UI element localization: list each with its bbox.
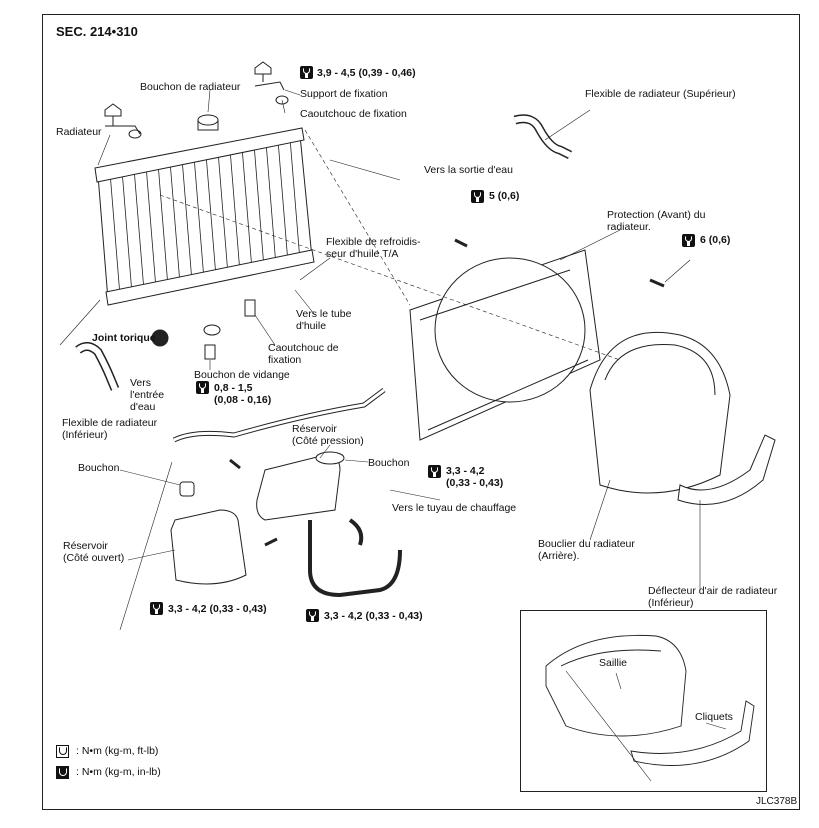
o-ring xyxy=(203,324,221,336)
inset-shroud xyxy=(545,634,687,737)
label-torque-33b: 3,3 - 4,2 (0,33 - 0,43) xyxy=(168,603,267,615)
label-bouchon-2: Bouchon xyxy=(368,457,410,469)
mount-bracket-left xyxy=(104,103,141,135)
legend-icon-in-lb xyxy=(56,766,69,779)
legend-unit-1: : N•m (kg-m, ft-lb) xyxy=(76,745,159,757)
label-torque-vidange: 0,8 - 1,5 (0,08 - 0,16) xyxy=(214,382,272,406)
label-flexible-inf: Flexible de radiateur (Inférieur) xyxy=(62,417,158,441)
label-flexible-refroidisseur: Flexible de refroidis- seur d'huile T/A xyxy=(326,236,421,260)
label-bouchon-vidange: Bouchon de vidange xyxy=(194,369,290,381)
mount-bracket-right xyxy=(254,61,285,91)
reservoir-open xyxy=(170,509,247,585)
label-torque-top: 3,9 - 4,5 (0,39 - 0,46) xyxy=(317,67,416,79)
label-entree-eau: Vers l'entrée d'eau xyxy=(130,377,165,413)
torque-wrench-icon xyxy=(306,609,319,622)
label-tube-huile: Vers le tube d'huile xyxy=(296,308,352,332)
inset-drawing xyxy=(545,634,755,782)
label-deflecteur: Déflecteur d'air de radiateur (Inférieur… xyxy=(648,585,778,609)
legend-unit-2: : N•m (kg-m, in-lb) xyxy=(76,766,161,778)
label-reservoir-pression: Réservoir (Côté pression) xyxy=(292,423,364,447)
radiator-cap xyxy=(197,114,219,126)
label-tuyau-chauffage: Vers le tuyau de chauffage xyxy=(392,502,517,514)
torque-wrench-icon xyxy=(682,234,695,247)
inset-detail: Saillie Cliquets xyxy=(520,610,767,792)
label-caoutchouc-2: Caoutchouc de fixation xyxy=(268,342,339,366)
label-torque-33c: 3,3 - 4,2 (0,33 - 0,43) xyxy=(324,610,423,622)
shroud-rear xyxy=(589,331,731,494)
label-bouclier: Bouclier du radiateur (Arrière). xyxy=(538,538,635,562)
label-torque-6: 6 (0,6) xyxy=(700,234,731,246)
label-bouchon-3: Bouchon xyxy=(78,462,120,474)
label-cliquets: Cliquets xyxy=(695,711,733,723)
label-reservoir-ouvert: Réservoir (Côté ouvert) xyxy=(63,540,125,564)
label-sortie-eau: Vers la sortie d'eau xyxy=(424,164,513,176)
torque-wrench-icon xyxy=(300,66,313,79)
torque-wrench-icon xyxy=(428,465,441,478)
label-support: Support de fixation xyxy=(300,88,388,100)
label-torque-5: 5 (0,6) xyxy=(489,190,520,202)
torque-wrench-icon xyxy=(471,190,484,203)
legend-icon-ft-lb xyxy=(56,745,69,758)
label-protection: Protection (Avant) du radiateur. xyxy=(607,209,706,233)
drain-plug xyxy=(204,344,216,360)
inset-deflector xyxy=(630,700,755,766)
label-saillie: Saillie xyxy=(599,657,628,669)
label-flexible-sup: Flexible de radiateur (Supérieur) xyxy=(585,88,736,100)
reservoir-pressure xyxy=(256,454,341,521)
label-radiateur: Radiateur xyxy=(56,126,102,138)
label-joint-torique: Joint torique xyxy=(92,332,156,344)
torque-wrench-icon xyxy=(150,602,163,615)
figure-code: JLC378B xyxy=(756,796,798,807)
torque-wrench-icon xyxy=(196,381,209,394)
label-bouchon-radiateur: Bouchon de radiateur xyxy=(140,81,241,93)
section-title: SEC. 214•310 xyxy=(56,24,138,39)
label-torque-33a: 3,3 - 4,2 (0,33 - 0,43) xyxy=(446,465,504,489)
diagram-frame xyxy=(42,14,800,810)
label-caoutchouc-1: Caoutchouc de fixation xyxy=(300,108,407,120)
